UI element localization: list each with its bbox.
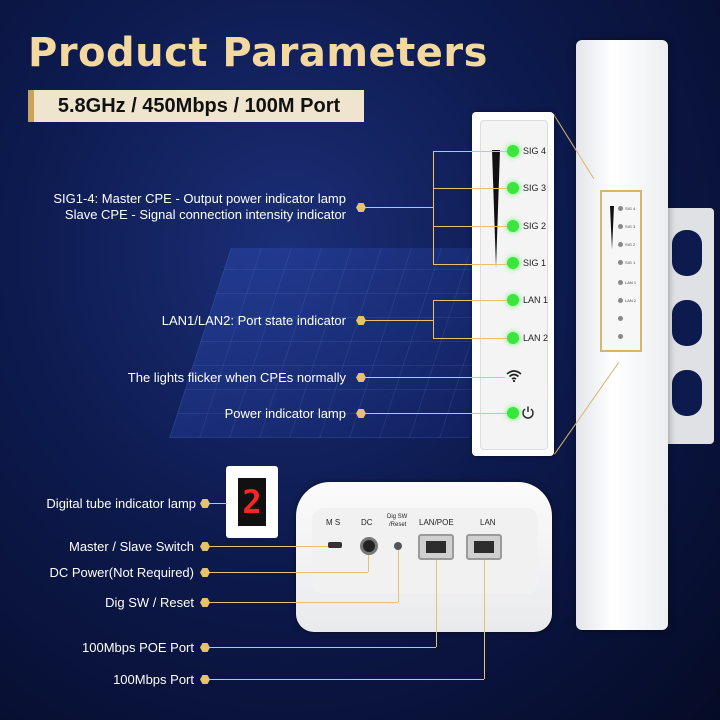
lan-poe-label: LAN/POE xyxy=(419,518,454,527)
leader-line xyxy=(433,151,434,265)
led-label-lan1: LAN 1 xyxy=(523,295,549,305)
callout-port: 100Mbps Port xyxy=(113,672,194,687)
leader-line xyxy=(398,550,399,602)
led-label-sig4: SIG 4 xyxy=(523,146,547,156)
lan-label: LAN xyxy=(480,518,496,527)
wifi-icon xyxy=(506,369,522,387)
callout-reset: Dig SW / Reset xyxy=(105,595,194,610)
ms-label: M S xyxy=(326,518,341,527)
led-label-sig1: SIG 1 xyxy=(523,258,547,268)
mounting-bracket xyxy=(660,208,714,444)
signal-wedge xyxy=(610,206,614,250)
callout-lan: LAN1/LAN2: Port state indicator xyxy=(161,313,346,328)
reset-button[interactable] xyxy=(394,542,402,550)
callout-poe: 100Mbps POE Port xyxy=(82,640,194,655)
dig-sw-label: Dig SW xyxy=(387,514,408,520)
led-sig2 xyxy=(507,220,519,232)
mini-led xyxy=(618,280,623,285)
mini-led xyxy=(618,316,623,321)
leader-line xyxy=(433,300,507,301)
led-sig3 xyxy=(507,182,519,194)
callout-marker xyxy=(200,568,210,577)
leader-line xyxy=(365,320,433,321)
callout-marker xyxy=(200,542,210,551)
mini-led-label: LAN 1 xyxy=(625,280,637,285)
rj45-jack xyxy=(426,541,446,553)
led-label-sig3: SIG 3 xyxy=(523,183,547,193)
led-lan2 xyxy=(507,332,519,344)
leader-line xyxy=(205,546,328,547)
leader-line xyxy=(436,560,437,647)
callout-sig-line2: Slave CPE - Signal connection intensity … xyxy=(64,207,346,222)
callout-switch: Master / Slave Switch xyxy=(69,539,194,554)
led-lan1 xyxy=(507,294,519,306)
callout-marker xyxy=(200,675,210,684)
mini-led-label: SIG 2 xyxy=(625,242,636,247)
mini-led-label: SIG 3 xyxy=(625,224,636,229)
mini-led xyxy=(618,242,623,247)
dc-power-jack[interactable] xyxy=(360,537,378,555)
signal-strength-wedge xyxy=(492,150,500,268)
led-panel-face xyxy=(480,120,548,450)
leader-line xyxy=(205,602,398,603)
callout-marker xyxy=(200,643,210,652)
mini-led-label: SIG 1 xyxy=(625,260,636,265)
led-sig4 xyxy=(507,145,519,157)
leader-line xyxy=(365,413,507,414)
spec-banner: 5.8GHz / 450Mbps / 100M Port xyxy=(28,90,364,122)
callout-marker xyxy=(200,598,210,607)
mini-led-label: SIG 4 xyxy=(625,206,636,211)
callout-marker xyxy=(200,499,210,508)
callout-sig-line1: SIG1-4: Master CPE - Output power indica… xyxy=(53,191,346,206)
led-label-lan2: LAN 2 xyxy=(523,333,549,343)
page-title: Product Parameters xyxy=(28,30,488,76)
digital-tube-display: 2 xyxy=(238,478,266,526)
led-label-sig2: SIG 2 xyxy=(523,221,547,231)
callout-power: Power indicator lamp xyxy=(224,406,346,421)
callout-digital: Digital tube indicator lamp xyxy=(46,496,196,511)
mini-led xyxy=(618,206,623,211)
master-slave-switch[interactable] xyxy=(328,542,342,548)
reset-label: /Reset xyxy=(389,522,407,528)
callout-marker xyxy=(356,203,366,212)
leader-line xyxy=(433,338,507,339)
dc-label: DC xyxy=(361,518,373,527)
callout-marker xyxy=(356,373,366,382)
antenna-led-window: SIG 4 SIG 3 SIG 2 SIG 1 LAN 1 LAN 2 xyxy=(600,190,642,352)
leader-line xyxy=(433,188,507,189)
lan-poe-port[interactable] xyxy=(418,534,454,560)
leader-line xyxy=(205,647,436,648)
callout-flicker: The lights flicker when CPEs normally xyxy=(127,370,346,385)
leader-line xyxy=(484,560,485,679)
mini-led xyxy=(618,298,623,303)
mini-led xyxy=(618,224,623,229)
bracket-slot xyxy=(672,230,702,276)
callout-dc: DC Power(Not Required) xyxy=(49,565,195,580)
leader-line xyxy=(368,555,369,572)
leader-line xyxy=(433,300,434,338)
led-power xyxy=(507,407,519,419)
leader-line xyxy=(205,572,368,573)
mini-led xyxy=(618,334,623,339)
led-sig1 xyxy=(507,257,519,269)
leader-line xyxy=(433,226,507,227)
leader-line xyxy=(433,151,507,152)
rj45-jack xyxy=(474,541,494,553)
power-icon xyxy=(521,405,535,424)
leader-line xyxy=(433,264,507,265)
callout-marker xyxy=(356,409,366,418)
leader-line xyxy=(205,679,484,680)
bracket-slot xyxy=(672,300,702,346)
leader-line xyxy=(365,377,505,378)
bracket-slot xyxy=(672,370,702,416)
mini-led-label: LAN 2 xyxy=(625,298,637,303)
callout-marker xyxy=(356,316,366,325)
leader-line xyxy=(365,207,433,208)
lan-port[interactable] xyxy=(466,534,502,560)
leader-line xyxy=(205,503,227,504)
mini-led xyxy=(618,260,623,265)
